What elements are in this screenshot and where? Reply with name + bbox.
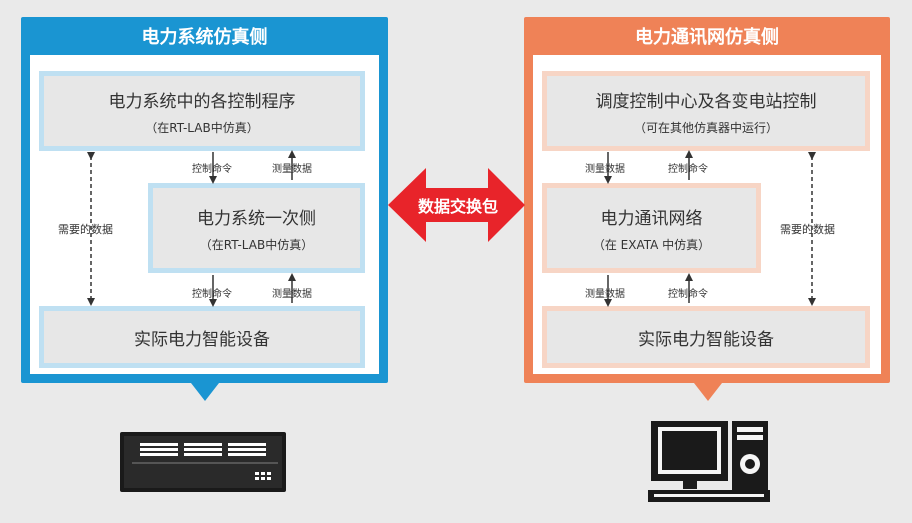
right-needed-data-label: 需要的数据 <box>780 223 835 236</box>
right-upper-measurement-label: 测量数据 <box>585 164 625 175</box>
right-real-devices-box: 实际电力智能设备 <box>542 306 870 368</box>
desktop-computer-icon <box>648 421 770 502</box>
left-upper-control-command-label: 控制命令 <box>192 164 232 175</box>
left-needed-data-label: 需要的数据 <box>58 223 113 236</box>
dispatch-control-subtitle: （可在其他仿真器中运行） <box>633 120 778 135</box>
left-real-devices-box: 实际电力智能设备 <box>39 306 365 368</box>
control-programs-subtitle: （在RT-LAB中仿真） <box>145 120 259 135</box>
power-primary-title: 电力系统一次侧 <box>197 208 316 229</box>
comm-network-title: 电力通讯网络 <box>600 208 703 229</box>
rack-server-icon <box>120 432 286 492</box>
right-upper-control-command-label: 控制命令 <box>668 164 708 175</box>
right-real-devices-title: 实际电力智能设备 <box>638 329 774 350</box>
left-panel-pointer <box>191 383 219 401</box>
data-exchange-arrow <box>388 168 525 242</box>
power-system-panel-title: 电力系统仿真侧 <box>141 27 268 48</box>
control-programs-box: 电力系统中的各控制程序 （在RT-LAB中仿真） <box>39 71 365 151</box>
left-lower-control-command-label: 控制命令 <box>192 289 232 300</box>
power-primary-box: 电力系统一次侧 （在RT-LAB中仿真） <box>148 183 365 273</box>
comm-network-subtitle: （在 EXATA 中仿真） <box>592 237 711 252</box>
right-lower-measurement-label: 测量数据 <box>585 289 625 300</box>
comm-network-box: 电力通讯网络 （在 EXATA 中仿真） <box>542 183 761 273</box>
control-programs-title: 电力系统中的各控制程序 <box>108 91 296 112</box>
communication-panel-title: 电力通讯网仿真侧 <box>635 27 779 48</box>
dispatch-control-box: 调度控制中心及各变电站控制 （可在其他仿真器中运行） <box>542 71 870 151</box>
left-real-devices-title: 实际电力智能设备 <box>134 329 270 350</box>
data-exchange-label: 数据交换包 <box>417 197 498 216</box>
power-primary-subtitle: （在RT-LAB中仿真） <box>199 237 314 252</box>
dispatch-control-title: 调度控制中心及各变电站控制 <box>595 91 817 112</box>
right-panel-pointer <box>694 383 722 401</box>
right-lower-control-command-label: 控制命令 <box>668 289 708 300</box>
